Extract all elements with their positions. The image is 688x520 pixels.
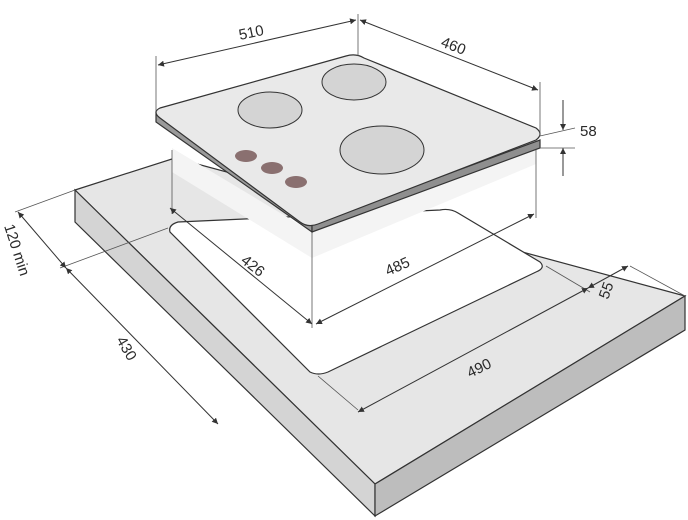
control-knob-2 bbox=[261, 162, 283, 174]
dim-label-counter-depth: 430 bbox=[113, 334, 140, 364]
hob bbox=[155, 54, 541, 258]
extension-lines bbox=[14, 14, 686, 411]
dimension-lines bbox=[17, 18, 629, 425]
dim-label-hob-height: 58 bbox=[580, 123, 597, 140]
burner-left bbox=[237, 91, 303, 129]
burner-back bbox=[321, 63, 387, 101]
control-knob-1 bbox=[235, 150, 257, 162]
dim-label-hob-width: 510 bbox=[237, 22, 265, 44]
control-knob-3 bbox=[285, 176, 307, 188]
dim-label-counter-min-front: 120 min bbox=[0, 222, 33, 278]
dim-label-rear-gap: 55 bbox=[596, 280, 618, 301]
watermark-text: catalog.onliner.by bbox=[546, 487, 648, 501]
dim-label-hob-depth: 460 bbox=[439, 34, 468, 59]
burner-large bbox=[339, 125, 425, 175]
